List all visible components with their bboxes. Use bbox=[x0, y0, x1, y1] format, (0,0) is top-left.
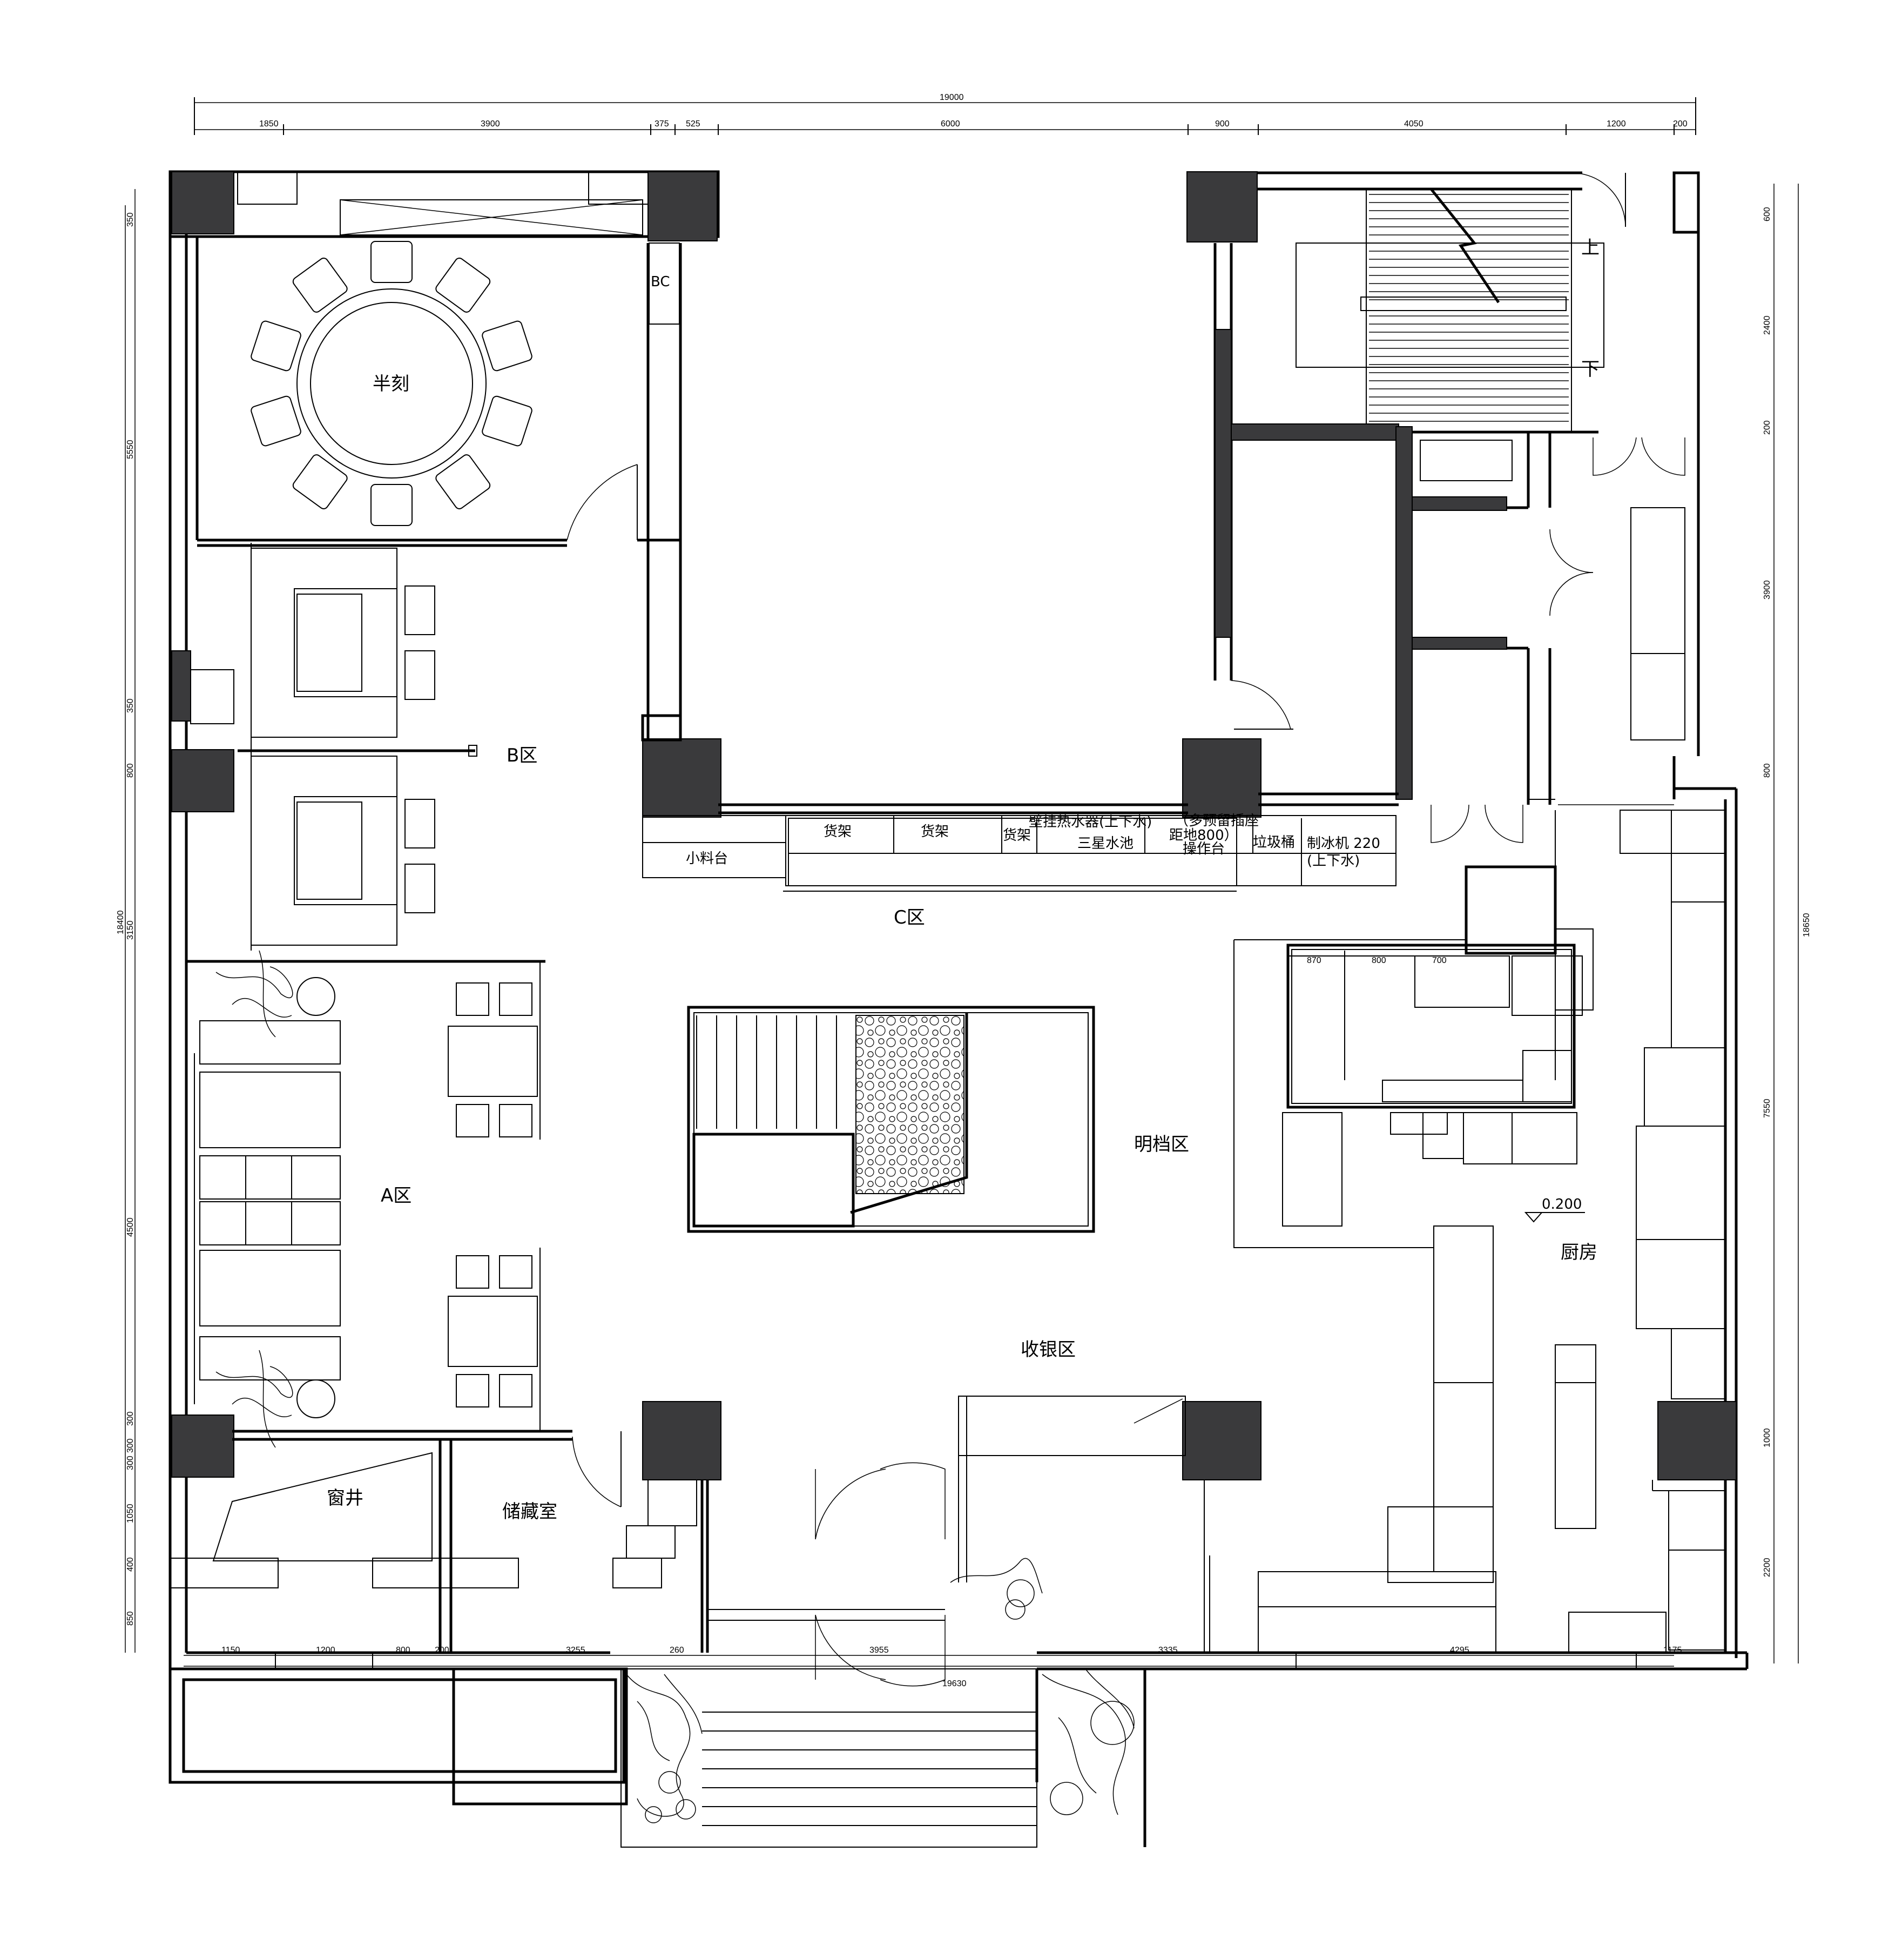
dim-bottom-total: 19630 bbox=[942, 1679, 967, 1688]
dim-left-2: 5550 bbox=[126, 440, 135, 459]
bc-label: BC bbox=[651, 274, 670, 290]
dim-left-7: 300 bbox=[126, 1411, 135, 1426]
fixture-water-heater: 壁挂热水器(上下水) bbox=[1029, 814, 1152, 830]
dim-top-5: 6000 bbox=[941, 119, 960, 129]
dim-bottom-6: 260 bbox=[670, 1646, 684, 1655]
level-marker bbox=[1524, 1212, 1585, 1223]
stair-down-label: 下 bbox=[1581, 359, 1600, 380]
dim-left-4: 800 bbox=[126, 763, 135, 778]
level-label: 0.200 bbox=[1542, 1196, 1582, 1213]
dim-top-1: 1850 bbox=[259, 119, 279, 129]
banquet-room bbox=[185, 238, 682, 740]
dim-top-total: 19000 bbox=[940, 93, 964, 102]
room-label-display: 明档区 bbox=[1134, 1134, 1189, 1155]
cashier-area bbox=[958, 1396, 1186, 1582]
dim-left-9: 300 bbox=[126, 1456, 135, 1470]
dim-right-5: 800 bbox=[1763, 763, 1772, 778]
central-stair bbox=[687, 1006, 1095, 1233]
banquet-chairs bbox=[251, 241, 532, 526]
stair-up-label: 上 bbox=[1581, 237, 1600, 259]
banquet-chair bbox=[370, 484, 413, 526]
dim-right-total: 18650 bbox=[1802, 913, 1811, 937]
exterior-walls bbox=[168, 170, 1749, 1847]
banquet-chair bbox=[292, 258, 348, 313]
dim-left-6: 4500 bbox=[126, 1217, 135, 1237]
fixture-ice-machine: 制冰机 220 bbox=[1307, 836, 1380, 852]
room-label-storage: 储藏室 bbox=[502, 1501, 557, 1523]
dim-top-6: 900 bbox=[1215, 119, 1230, 129]
dim-right-1: 600 bbox=[1763, 207, 1772, 221]
kitchen-dim-2: 800 bbox=[1372, 956, 1386, 965]
banquet-chair bbox=[292, 454, 348, 509]
room-label-banquet: 半刻 bbox=[373, 373, 409, 395]
room-label-cashier: 收银区 bbox=[1021, 1339, 1076, 1360]
dim-top-3: 375 bbox=[655, 119, 669, 129]
dim-left-8: 300 bbox=[126, 1438, 135, 1453]
dim-right-3: 200 bbox=[1763, 420, 1772, 435]
fixture-spice-table: 小料台 bbox=[686, 851, 728, 867]
dim-top-8: 1200 bbox=[1607, 119, 1626, 129]
dim-left-1: 350 bbox=[126, 212, 135, 227]
fixture-sink: 三星水池 bbox=[1077, 836, 1134, 852]
dim-right-2: 2400 bbox=[1763, 315, 1772, 335]
fixture-shelf-2: 货架 bbox=[921, 824, 949, 840]
banquet-chair bbox=[482, 320, 532, 372]
dim-bottom-7: 3955 bbox=[869, 1646, 889, 1655]
dim-top-7: 4050 bbox=[1404, 119, 1424, 129]
right-dims: 18650 600 2400 200 3900 800 7550 1000 22… bbox=[1763, 207, 1811, 1577]
dim-top-2: 3900 bbox=[481, 119, 500, 129]
fixture-socket-note-2: 距地800） bbox=[1169, 827, 1238, 844]
zone-b-booths bbox=[186, 543, 545, 963]
dim-right-4: 3900 bbox=[1763, 580, 1772, 600]
fixture-ice-machine-note: (上下水) bbox=[1307, 853, 1360, 869]
banquet-chair bbox=[482, 395, 532, 447]
stair-treads bbox=[696, 1015, 837, 1129]
room-label-zone-c: C区 bbox=[894, 907, 925, 928]
dim-right-6: 7550 bbox=[1763, 1099, 1772, 1118]
dim-left-10: 1050 bbox=[126, 1504, 135, 1523]
dim-left-5: 3150 bbox=[126, 920, 135, 940]
room-label-window-well: 窗井 bbox=[327, 1487, 363, 1509]
ne-stair-core bbox=[1213, 172, 1685, 843]
dim-right-7: 1000 bbox=[1763, 1428, 1772, 1447]
fixture-shelf-1: 货架 bbox=[824, 824, 852, 840]
fixture-socket-note-1: （多预留插座 bbox=[1175, 813, 1259, 829]
banquet-chair bbox=[435, 258, 491, 313]
kitchen-dim-1: 870 bbox=[1307, 956, 1321, 965]
banquet-chair bbox=[435, 454, 491, 509]
left-dims: 18400 350 5550 350 800 3150 4500 300 300… bbox=[116, 212, 135, 1626]
dim-left-12: 850 bbox=[126, 1611, 135, 1626]
kitchen bbox=[1204, 799, 1726, 1653]
zone-a-seating bbox=[186, 950, 622, 1507]
entrance bbox=[620, 1462, 1135, 1848]
room-label-kitchen: 厨房 bbox=[1561, 1242, 1597, 1263]
banquet-chair bbox=[370, 241, 413, 283]
room-label-zone-b: B区 bbox=[507, 745, 537, 766]
central-void bbox=[641, 714, 1188, 814]
round-table bbox=[296, 288, 487, 479]
window-well-storage bbox=[170, 1439, 709, 1653]
fixture-worktop: 操作台 bbox=[1183, 841, 1225, 857]
columns bbox=[171, 171, 1737, 1480]
banquet-chair bbox=[251, 395, 301, 447]
dim-left-total: 18400 bbox=[116, 910, 125, 934]
dim-left-3: 350 bbox=[126, 698, 135, 713]
room-label-zone-a: A区 bbox=[381, 1185, 411, 1207]
dim-right-8: 2200 bbox=[1763, 1558, 1772, 1577]
dimension-lines bbox=[125, 97, 1799, 1667]
dim-top-9: 200 bbox=[1673, 119, 1688, 129]
fixture-shelf-3: 货架 bbox=[1003, 827, 1031, 844]
dim-top-4: 525 bbox=[686, 119, 700, 129]
kitchen-dim-3: 700 bbox=[1432, 956, 1447, 965]
dim-left-11: 400 bbox=[126, 1557, 135, 1572]
ne-stair-treads bbox=[1369, 194, 1569, 422]
c-zone-counters bbox=[642, 815, 1396, 892]
banquet-chair bbox=[251, 320, 301, 372]
fixture-trash: 垃圾桶 bbox=[1253, 834, 1295, 851]
